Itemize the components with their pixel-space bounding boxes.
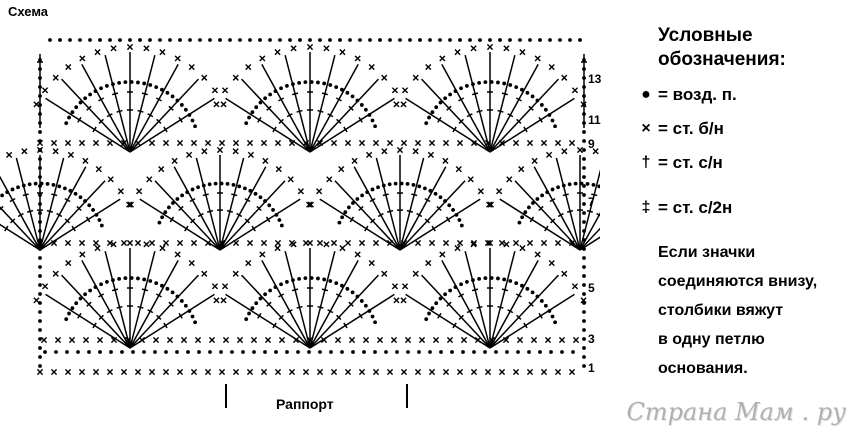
legend-dc-text: = ст. с/н	[658, 153, 723, 172]
row-number-1: 1	[588, 361, 595, 375]
row-number-3: 3	[588, 332, 595, 346]
site-watermark: Страна Мам . ру	[626, 398, 847, 426]
legend-treble-crochet: ‡ = ст. с/2н	[634, 195, 733, 221]
note-line-3: столбики вяжут	[658, 302, 784, 319]
single-crochet-icon: ×	[641, 120, 651, 137]
note-line-2: соединяются внизу,	[658, 273, 818, 290]
row-number-13: 13	[588, 72, 602, 86]
rapport-right-marker	[406, 384, 408, 408]
legend-tr-text: = ст. с/2н	[658, 198, 733, 217]
double-crochet-icon: †	[641, 154, 651, 171]
legend-double-crochet: † = ст. с/н	[634, 150, 723, 176]
chain-stitch-icon: ●	[641, 86, 651, 103]
row-number-9: 9	[588, 137, 595, 151]
row-number-7: 7	[588, 195, 595, 209]
crochet-chart	[0, 38, 600, 376]
legend-title-line1: Условные	[658, 25, 753, 46]
treble-crochet-icon: ‡	[641, 199, 651, 216]
legend-sc-text: = ст. б/н	[658, 119, 724, 138]
chart-marks	[0, 38, 600, 376]
row-number-11: 11	[588, 113, 601, 127]
legend-note: Если значки соединяются внизу, столбики …	[658, 238, 858, 383]
legend-chain-stitch: ● = возд. п.	[634, 82, 737, 108]
legend-title-line2: обозначения:	[658, 49, 786, 70]
legend-title: Условные обозначения:	[658, 24, 786, 72]
note-line-5: основания.	[658, 360, 748, 377]
rapport-left-marker	[225, 384, 227, 408]
rapport-label: Раппорт	[276, 396, 334, 412]
row-number-5: 5	[588, 281, 595, 295]
note-line-4: в одну петлю	[658, 331, 765, 348]
scheme-title: Схема	[8, 4, 49, 19]
legend-chain-text: = возд. п.	[658, 85, 737, 104]
note-line-1: Если значки	[658, 244, 756, 261]
legend-single-crochet: × = ст. б/н	[634, 116, 724, 142]
